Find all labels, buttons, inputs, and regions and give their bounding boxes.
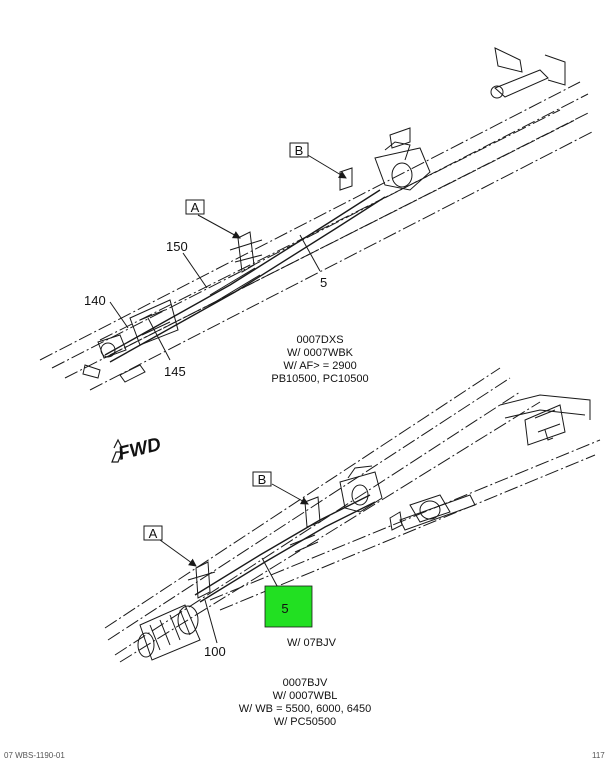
svg-text:0007BJV: 0007BJV [283,677,328,689]
fwd-arrow-icon [111,438,123,463]
lower-callout-box-a [143,525,163,541]
svg-text:W/ WB = 5500, 6000, 6450: W/ WB = 5500, 6000, 6450 [239,703,371,715]
footer-right: 117 [592,751,605,760]
footer-left: 07 WBS-1190-01 [4,751,65,760]
part-label-150: 150 [166,239,188,254]
svg-text:W/ 0007WBL: W/ 0007WBL [273,690,338,702]
upper-callout-b: B [295,143,304,158]
lower-side-note: W/ 07BJV [287,637,337,649]
svg-text:W/ PC50500: W/ PC50500 [274,716,336,728]
lower-applicability-notes: 0007BJV W/ 0007WBL W/ WB = 5500, 6000, 6… [239,677,371,728]
upper-callout-box-b [289,142,309,158]
lower-callout-b: B [258,472,267,487]
part-label-100: 100 [204,644,226,659]
part-label-5-upper: 5 [320,275,327,290]
svg-text:W/ 0007WBK: W/ 0007WBK [287,347,354,359]
part-label-145: 145 [164,364,186,379]
fwd-label: FWD [116,434,163,465]
highlight-part-5-label: 5 [281,601,288,616]
lower-callout-box-b [252,471,272,487]
lower-callout-a: A [149,526,158,541]
upper-callout-box-a [185,199,205,215]
svg-text:W/ AF> = 2900: W/ AF> = 2900 [283,360,356,372]
part-label-140: 140 [84,293,106,308]
upper-callout-a: A [191,200,200,215]
svg-text:0007DXS: 0007DXS [296,334,343,346]
lower-frame-view [104,367,601,663]
highlight-part-5-box[interactable] [264,585,313,628]
svg-text:PB10500, PC10500: PB10500, PC10500 [271,373,368,385]
upper-frame-view [39,47,593,391]
upper-applicability-notes: 0007DXS W/ 0007WBK W/ AF> = 2900 PB10500… [271,334,368,385]
